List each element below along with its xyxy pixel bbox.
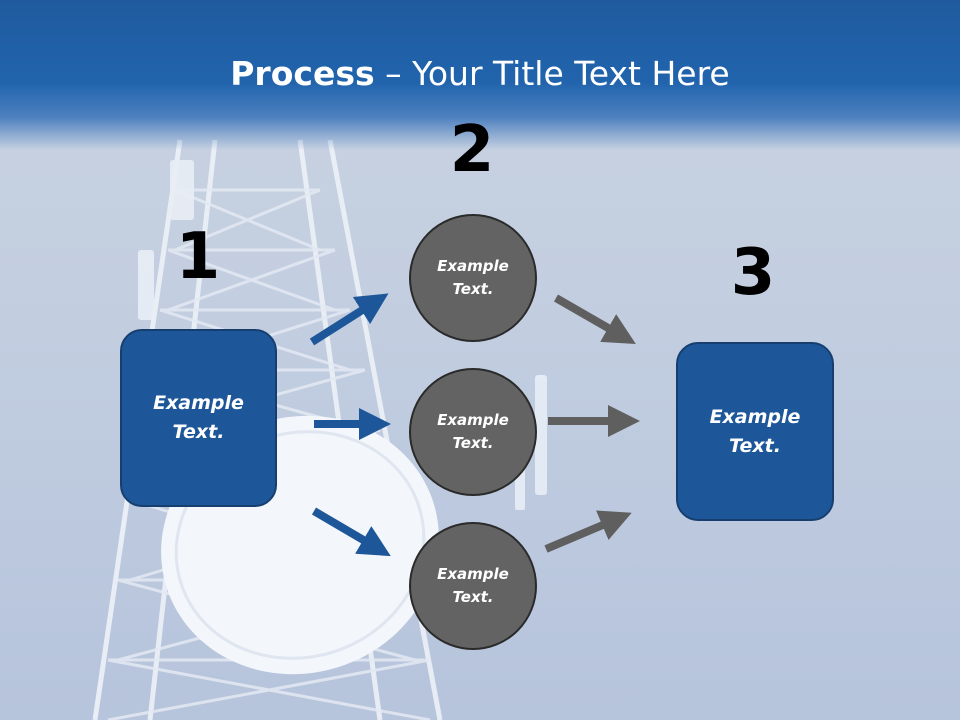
arrow-from-circle-1 xyxy=(554,294,636,344)
title-rest: – Your Title Text Here xyxy=(374,54,730,93)
arrow-to-circle-3 xyxy=(311,507,391,557)
circle-1[interactable]: Example Text. xyxy=(409,214,537,342)
arrow-from-circle-3 xyxy=(544,510,632,553)
circle-3[interactable]: Example Text. xyxy=(409,522,537,650)
circle-2[interactable]: Example Text. xyxy=(409,368,537,496)
circle-1-text: Example Text. xyxy=(437,257,509,298)
step-number-3: 3 xyxy=(730,236,776,310)
left-box-text: Example Text. xyxy=(153,392,244,443)
slide-title: Process – Your Title Text Here xyxy=(0,52,960,96)
header-band xyxy=(0,0,960,150)
right-step-box[interactable]: Example Text. xyxy=(676,342,834,521)
circle-2-text: Example Text. xyxy=(437,411,509,452)
left-step-box[interactable]: Example Text. xyxy=(120,329,277,507)
step-number-1: 1 xyxy=(175,220,221,294)
right-box-text: Example Text. xyxy=(709,405,801,457)
title-bold: Process xyxy=(230,54,375,93)
arrow-to-circle-1 xyxy=(309,293,389,346)
step-number-2: 2 xyxy=(449,113,495,187)
circle-3-text: Example Text. xyxy=(437,565,509,606)
